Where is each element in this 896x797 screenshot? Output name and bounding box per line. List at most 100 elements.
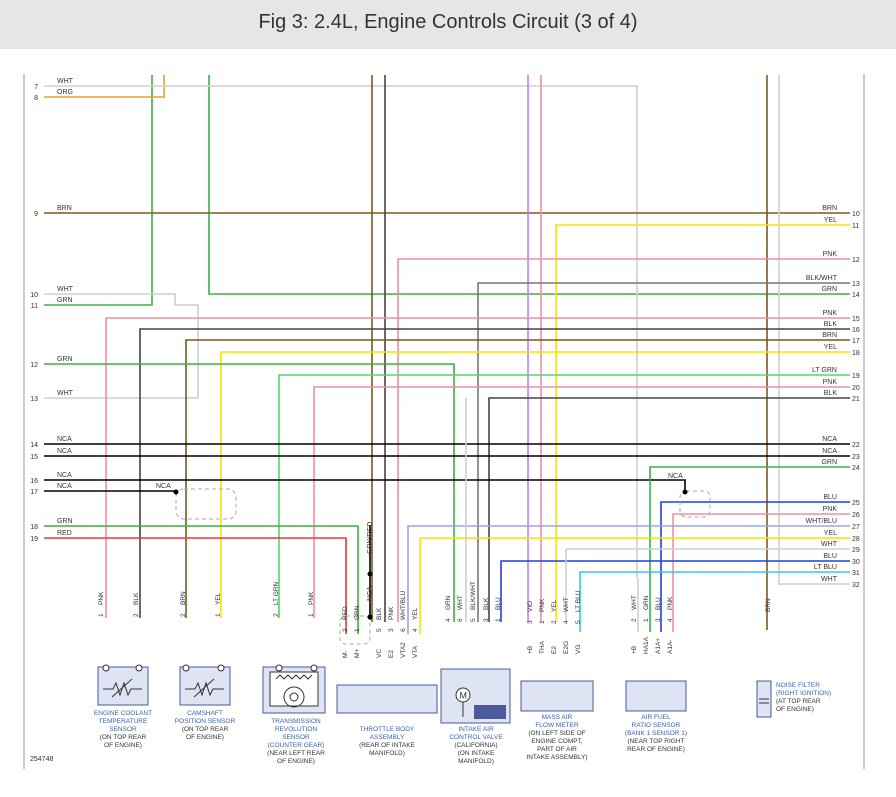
terminal-label: VG [575, 645, 582, 654]
nf-caption-3: (AT TOP REAR [776, 698, 821, 705]
left-pin-wire-label: GRN [57, 518, 73, 525]
right-pin-number: 26 [852, 512, 860, 519]
right-pin-wire-label: BLK [824, 321, 838, 328]
right-pin-wire-label: WHT [821, 576, 838, 583]
terminal-label: THA [539, 640, 546, 654]
page-title: Fig 3: 2.4L, Engine Controls Circuit (3 … [258, 11, 638, 33]
frame [23, 74, 865, 769]
maf-caption-2: FLOW METER [535, 722, 579, 729]
terminal-label: M+ [354, 649, 361, 658]
component-pin-number: 4 [445, 618, 452, 622]
trs-caption-6: OF ENGINE) [277, 758, 315, 765]
terminal-label: +B [527, 646, 534, 654]
wire-red-19 [44, 537, 347, 634]
left-pin-number: 10 [30, 292, 38, 299]
wire-whtblu-27 [407, 525, 850, 634]
right-pin-number: 32 [852, 582, 860, 589]
wire-pnk-15 [105, 317, 850, 618]
air-fuel-ratio-sensor [625, 680, 687, 712]
wiring-diagram: 7WHT8ORG9BRN10WHT11GRN12GRN13WHT14NCA15N… [23, 74, 865, 769]
iac-caption-5: MANIFOLD) [458, 758, 494, 765]
grn-red-label: GRN/RED [367, 522, 374, 554]
afr-caption-2: RATIO SENSOR [632, 722, 681, 729]
right-pin-wire-label: PNK [823, 310, 838, 317]
iac-caption-1: INTAKE AIR [458, 726, 494, 733]
left-pin-number: 19 [30, 536, 38, 543]
component-wire-label: YEL [412, 607, 419, 620]
right-pin-wire-label: PNK [823, 379, 838, 386]
right-pin-number: 28 [852, 536, 860, 543]
wire-grn-11 [44, 75, 153, 306]
iac-caption-2: CONTROL VALVE [449, 734, 503, 741]
right-pin-wire-label: YEL [824, 217, 837, 224]
right-pin-number: 15 [852, 316, 860, 323]
component-pin-number: 2 [551, 620, 558, 624]
nca-vert-label: NCA [367, 586, 374, 601]
left-pin-number: 18 [30, 524, 38, 531]
right-pin-number: 18 [852, 350, 860, 357]
component-wire-label: BLU [655, 597, 662, 610]
trs-caption-4: (COUNTER GEAR) [268, 742, 325, 749]
right-pin-number: 29 [852, 547, 860, 554]
component-wire-label: PNK [308, 591, 315, 605]
wire-nca-16 [44, 479, 686, 491]
wire-pnk-20 [313, 386, 850, 618]
left-pin-wire-label: WHT [57, 78, 74, 85]
terminal-label: E2 [388, 650, 395, 658]
component-wire-label: GRN [354, 605, 361, 620]
component-pin-number: 4 [412, 628, 419, 632]
right-pin-wire-label: NCA [822, 436, 837, 443]
wire-grn-14 [208, 75, 850, 295]
component-wire-label: PNK [98, 591, 105, 605]
cmp-caption-4: OF ENGINE) [186, 734, 224, 741]
afr-caption-4: (NEAR TOP RIGHT [627, 738, 684, 745]
right-pin-wire-label: BLU [823, 494, 837, 501]
noise-filter [756, 680, 772, 718]
component-wire-label: BRN [765, 598, 772, 612]
engine-coolant-temperature-sensor [97, 664, 149, 706]
component-wire-label: BLK [133, 592, 140, 605]
splice-connectors [173, 488, 711, 645]
wire-grn-12 [44, 363, 455, 622]
nf-caption-2: (RIGHT IGNITION) [776, 690, 831, 697]
wire-yel-28 [419, 537, 850, 634]
right-pin-wire-label: YEL [824, 344, 837, 351]
component-pin-number: 2 [180, 613, 187, 617]
left-pin-number: 14 [30, 442, 38, 449]
component-wire-label: LT BLU [575, 590, 582, 612]
ect-caption-5: OF ENGINE) [104, 742, 142, 749]
right-pin-number: 14 [852, 292, 860, 299]
right-pin-number: 16 [852, 327, 860, 334]
wire-wht-32 [778, 75, 850, 585]
maf-caption-4: ENGINE COMPT, [531, 738, 582, 745]
mass-air-flow-meter [520, 680, 594, 712]
component-pin-number: 5 [575, 620, 582, 624]
right-pin-wire-label: BRN [822, 205, 837, 212]
left-pin-number: 12 [30, 362, 38, 369]
component-wire-label: WHT/BLU [400, 590, 407, 620]
wire-blu-30 [500, 560, 850, 622]
component-pin-number: 2 [342, 628, 349, 632]
component-wire-label: BRN [180, 591, 187, 605]
terminal-label: VC [376, 649, 383, 658]
wire-yel-18 [220, 351, 850, 618]
left-pin-wire-label: BRN [57, 205, 72, 212]
throttle-body-assembly [336, 684, 438, 714]
maf-caption-5: PART OF AIR [537, 746, 577, 753]
svg-text:M: M [460, 691, 468, 701]
component-pin-number: 3 [388, 628, 395, 632]
ect-caption-1: ENGINE COOLANT [94, 710, 152, 717]
maf-caption-1: MASS AIR [542, 714, 573, 721]
maf-caption-3: (ON LEFT SIDE OF [528, 730, 585, 737]
wire-pnk-12 [397, 258, 850, 622]
left-pin-wire-label: NCA [57, 472, 72, 479]
left-pin-wire-label: WHT [57, 286, 74, 293]
right-pin-number: 20 [852, 385, 860, 392]
afr-caption-1: AIR FUEL [641, 714, 671, 721]
component-wire-label: PNK [539, 598, 546, 612]
pin-labels: 7WHT8ORG9BRN10WHT11GRN12GRN13WHT14NCA15N… [30, 78, 860, 589]
wire-org-8 [44, 75, 165, 98]
maf-caption-6: INTAKE ASSEMBLY) [526, 754, 587, 761]
right-pin-wire-label: YEL [824, 530, 837, 537]
